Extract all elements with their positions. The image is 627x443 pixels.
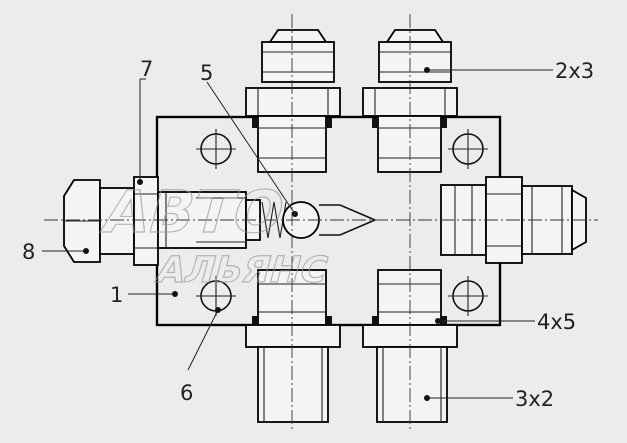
callout-6: 6 xyxy=(180,381,193,405)
callout-7: 7 xyxy=(140,57,153,81)
callout-1: 1 xyxy=(110,283,123,307)
mounting-holes xyxy=(196,129,488,316)
center-lines xyxy=(44,14,598,430)
watermark-line1: ABTO xyxy=(96,178,292,246)
callout-5: 5 xyxy=(200,61,213,85)
callout-8: 8 xyxy=(22,240,35,264)
bottom-fitting-left xyxy=(245,269,341,423)
callout-3x2: 3x2 xyxy=(515,387,554,411)
watermark: ABTO АЛЬЯНС xyxy=(96,177,334,291)
callout-2x3: 2x3 xyxy=(555,59,594,83)
top-fitting-left xyxy=(245,29,341,173)
leader-lines xyxy=(42,67,553,401)
callout-4x5: 4x5 xyxy=(537,310,576,334)
callout-labels: 8 7 5 2x3 1 6 4x5 3x2 xyxy=(22,57,594,411)
watermark-line2: АЛЬЯНС xyxy=(152,249,333,291)
